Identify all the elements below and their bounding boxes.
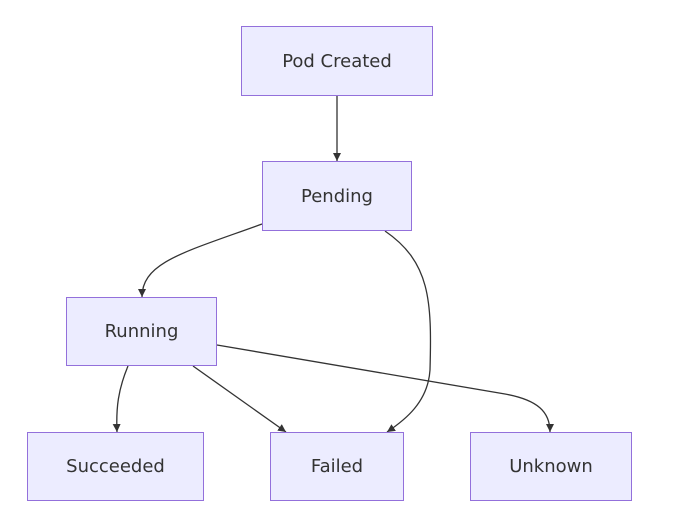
edge-running-unknown xyxy=(216,344,554,433)
node-label: Succeeded xyxy=(66,456,165,477)
edge-pending-failed xyxy=(384,230,432,433)
edge-running-failed xyxy=(192,365,287,433)
node-succeeded: Succeeded xyxy=(27,432,204,501)
node-pod-created: Pod Created xyxy=(241,26,433,96)
node-failed: Failed xyxy=(270,432,404,501)
node-label: Unknown xyxy=(509,456,593,477)
node-pending: Pending xyxy=(262,161,412,231)
node-label: Running xyxy=(104,321,179,342)
node-label: Failed xyxy=(310,456,364,477)
edge-pending-running xyxy=(138,223,263,298)
node-label: Pod Created xyxy=(282,50,392,72)
node-label: Pending xyxy=(301,185,373,207)
node-unknown: Unknown xyxy=(470,432,632,501)
edge-running-succeeded xyxy=(112,365,129,433)
node-running: Running xyxy=(66,297,217,366)
